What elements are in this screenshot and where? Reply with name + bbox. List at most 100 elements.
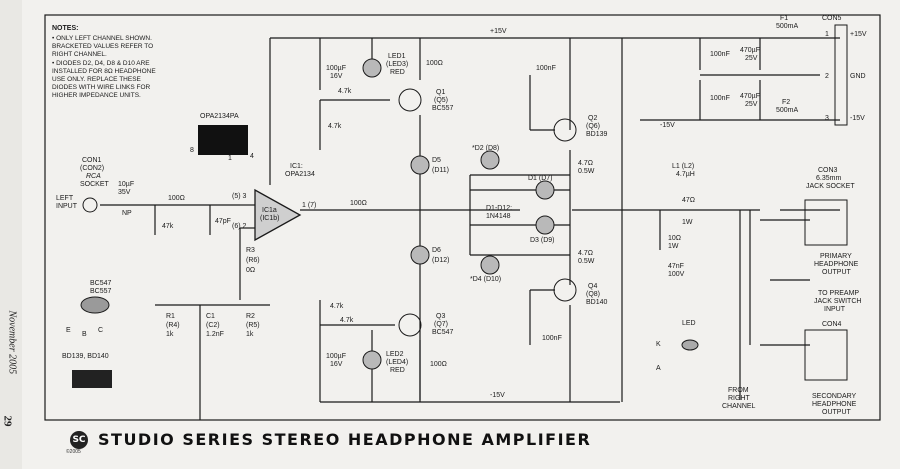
pinout-small1: BC547 (90, 280, 112, 287)
c1-value: 1.2nF (206, 331, 224, 338)
left-input-2: INPUT (56, 203, 78, 210)
diode-d6 (410, 245, 430, 265)
left-input-1: LEFT (56, 195, 74, 202)
from-right-1: FROM (728, 387, 749, 394)
page-margin: November 2005 29 (0, 0, 22, 469)
r2-ref2: (R5) (246, 322, 260, 329)
preamp-3: INPUT (824, 306, 846, 313)
ic-unit2: (IC1b) (260, 215, 279, 222)
opa2134-package-icon (198, 125, 248, 155)
re2-power: 0.5W (578, 258, 595, 265)
psu-f2v: 500mA (776, 107, 799, 114)
pinout-led: LED (682, 320, 696, 327)
note-line: • ONLY LEFT CHANNEL SHOWN. (52, 35, 152, 42)
pin-a: A (656, 365, 661, 372)
rl-value: 47Ω (682, 197, 695, 204)
con3-ref: CON3 (818, 167, 838, 174)
note-line: DIODES WITH WIRE LINKS FOR (52, 84, 151, 91)
d2-label: *D2 (D8) (472, 145, 499, 152)
q4-symbol (553, 278, 577, 302)
preamp-1: TO PREAMP (818, 290, 859, 297)
ctop-value: 100µF (326, 65, 346, 72)
cbot-value: 100µF (326, 353, 346, 360)
psu-f1v: 500mA (776, 23, 799, 30)
q1-type: BC557 (432, 105, 454, 112)
c47pf-value: 47pF (215, 218, 231, 225)
note-line: INSTALLED FOR 8Ω HEADPHONE (52, 68, 156, 75)
rtop3-value: 100Ω (426, 60, 443, 67)
cin-value: 10µF (118, 181, 134, 188)
con1-ref: CON1 (82, 157, 102, 164)
d1-label: D1 (D7) (528, 175, 553, 182)
q2-type: BD139 (586, 131, 608, 138)
pin-b: B (82, 331, 87, 338)
diode-d2 (480, 150, 500, 170)
con1-ref2: (CON2) (80, 165, 104, 172)
ic-package-label: OPA2134PA (200, 113, 239, 120)
r3-ref2: (R6) (246, 257, 260, 264)
con5-l1: +15V (850, 31, 867, 38)
q1-ref2: (Q5) (434, 97, 448, 104)
d6-ref2: (D12) (432, 257, 450, 264)
c100nf-top: 100nF (536, 65, 556, 72)
pin-k: K (656, 341, 661, 348)
ic-pin8: 8 (190, 147, 194, 154)
r1-ref2: (R4) (166, 322, 180, 329)
q3-type: BC547 (432, 329, 454, 336)
neg-rail-label: -15V (490, 392, 505, 399)
ic-pin4: 4 (250, 153, 254, 160)
pinout-small2: BC557 (90, 288, 112, 295)
con3-out1: PRIMARY (820, 253, 852, 260)
diode-d4 (480, 255, 500, 275)
pos-rail-label: +15V (490, 28, 507, 35)
l1-ref: L1 (L2) (672, 163, 694, 170)
sc-logo: SC (70, 430, 88, 449)
r1-ref: R1 (166, 313, 175, 320)
d4-label: *D4 (D10) (470, 276, 501, 283)
led-pinout-icon (681, 339, 699, 351)
note-line: HIGHER IMPEDANCE UNITS. (52, 92, 141, 99)
zobel-r-power: 1W (668, 243, 679, 250)
psu-neg-label: -15V (660, 122, 675, 129)
notes-title: NOTES: (52, 25, 78, 32)
rbot3-value: 100Ω (430, 361, 447, 368)
from-right-3: CHANNEL (722, 403, 756, 410)
r1-value: 1k (166, 331, 174, 338)
copyright: ©2005 (66, 449, 81, 455)
con3-type2: JACK SOCKET (806, 183, 855, 190)
con5-symbol (834, 24, 848, 126)
note-line: • DIODES D2, D4, D8 & D10 ARE (52, 60, 150, 67)
q4-type: BD140 (586, 299, 608, 306)
r2-value: 1k (246, 331, 254, 338)
led1-symbol (362, 58, 382, 78)
q3-ref: Q3 (436, 313, 445, 320)
rbot2-value: 4.7k (340, 317, 354, 324)
q3-symbol (398, 313, 422, 337)
r3-ref: R3 (246, 247, 255, 254)
ic-type: OPA2134 (285, 171, 315, 178)
con3-out2: HEADPHONE (814, 261, 859, 268)
led2-ref2: (LED4) (386, 359, 408, 366)
led2-color: RED (390, 367, 405, 374)
transistor-to92-icon (80, 296, 110, 314)
con1-symbol (82, 197, 98, 213)
con5-l2: GND (850, 73, 866, 80)
re1-value: 4.7Ω (578, 160, 593, 167)
ic-pin-fb: (6) 2 (232, 223, 247, 230)
psu-c3: 100nF (710, 95, 730, 102)
q2-symbol (553, 118, 577, 142)
con5-p3: 3 (825, 115, 829, 122)
psu-c2v: 25V (745, 55, 758, 62)
con4-symbol (804, 329, 848, 381)
pin-c: C (98, 327, 103, 334)
psu-f1: F1 (780, 15, 788, 22)
note-line: USE ONLY. REPLACE THESE (52, 76, 142, 83)
con4-out1: SECONDARY (812, 393, 857, 400)
d-all-type: 1N4148 (486, 213, 511, 220)
pinout-big: BD139, BD140 (62, 353, 109, 360)
pin-e: E (66, 327, 71, 334)
con3-symbol (804, 199, 848, 246)
preamp-2: JACK SWITCH (814, 298, 861, 305)
rtop2-value: 4.7k (328, 123, 342, 130)
d6-ref: D6 (432, 247, 441, 254)
